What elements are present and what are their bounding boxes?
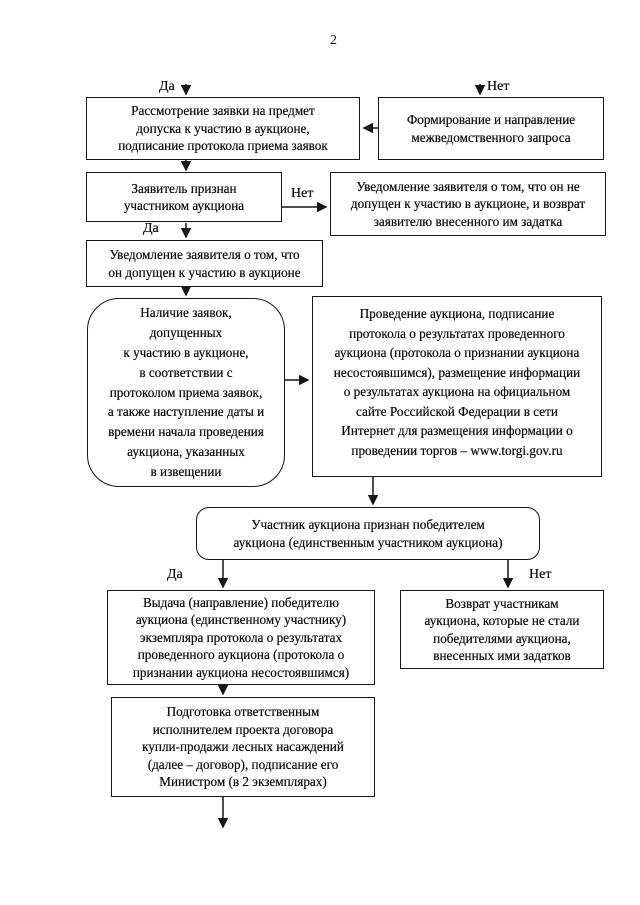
node-applications-availability: Наличие заявок, допущенных к участию в а… [87, 298, 285, 487]
node-return-deposits: Возврат участникам аукциона, которые не … [400, 590, 604, 669]
label-no-top: Нет [487, 79, 510, 94]
label-yes-mid: Да [143, 221, 159, 236]
node-auction-held: Проведение аукциона, подписание протокол… [312, 296, 602, 477]
node-applicant-recognized: Заявитель признан участником аукциона [86, 172, 282, 222]
node-notify-rejected: Уведомление заявителя о том, что он не д… [330, 172, 606, 236]
node-consider-application: Рассмотрение заявки на предмет допуска к… [86, 97, 360, 160]
node-prepare-contract: Подготовка ответственным исполнителем пр… [111, 697, 375, 797]
node-interagency-request: Формирование и направление межведомствен… [378, 97, 604, 160]
node-winner-recognized: Участник аукциона признан победителем ау… [196, 507, 540, 560]
node-issue-protocol: Выдача (направление) победителю аукциона… [107, 590, 375, 685]
page-number: 2 [330, 33, 337, 48]
label-yes-bottom: Да [167, 567, 183, 582]
node-notify-admitted: Уведомление заявителя о том, что он допу… [86, 240, 323, 287]
label-no-bottom: Нет [529, 567, 552, 582]
label-yes-top: Да [159, 79, 175, 94]
label-no-mid: Нет [291, 186, 314, 201]
